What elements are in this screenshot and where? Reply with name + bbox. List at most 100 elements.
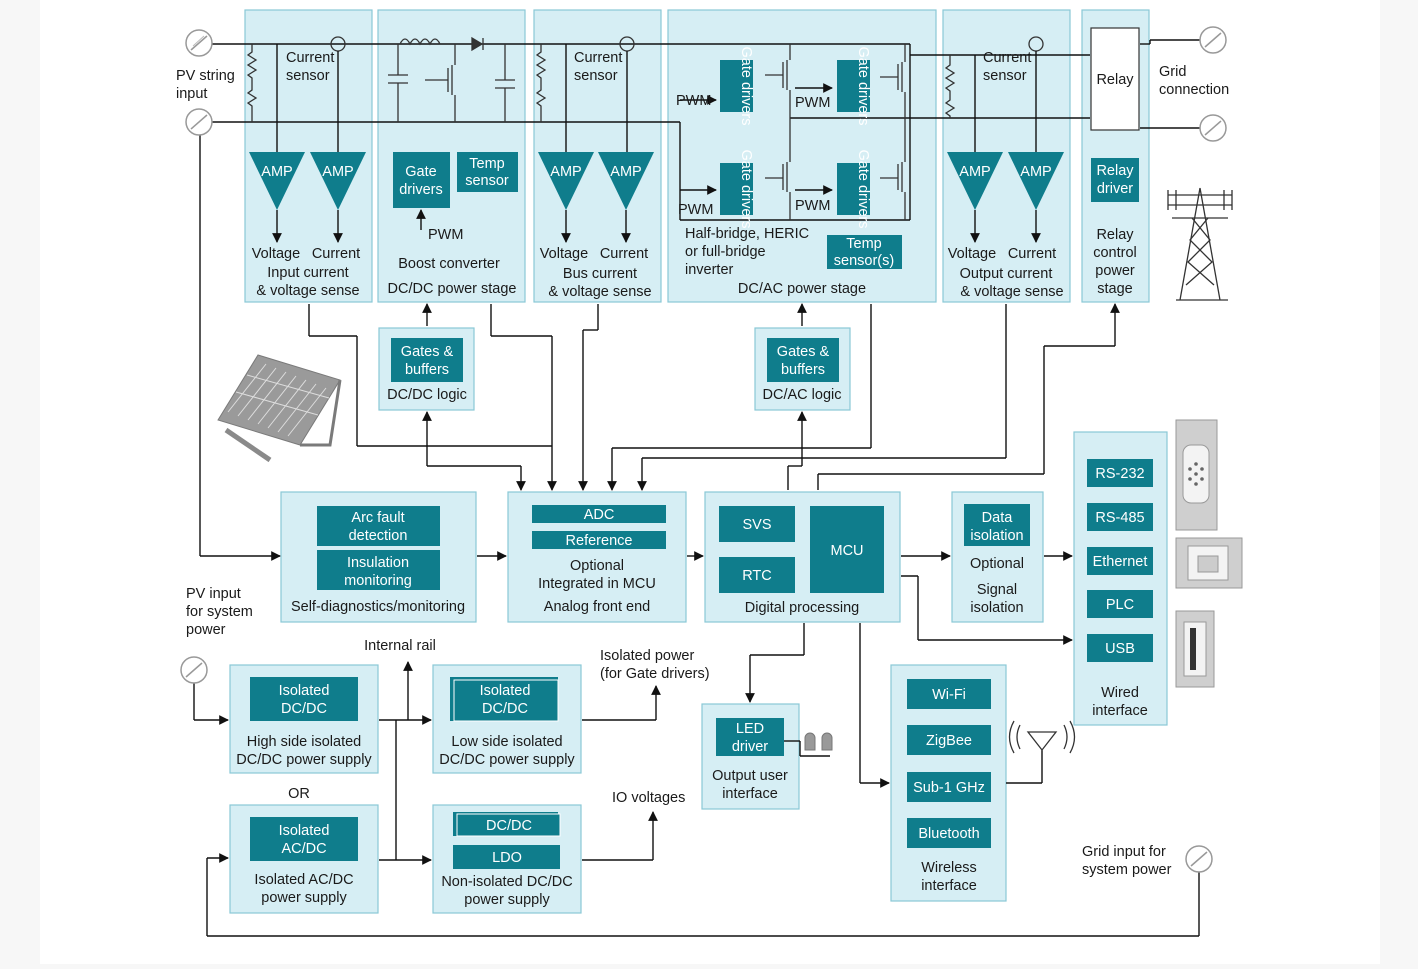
nonisolated-dcdc-label: DC/DC xyxy=(486,818,532,834)
relay-text: Relay Relay driver Relay control power s… xyxy=(1093,72,1137,297)
current-sensor-label: sensor xyxy=(983,68,1027,84)
wifi-block xyxy=(907,679,991,709)
rs232-label: RS-232 xyxy=(1095,466,1144,482)
isolated-power-label: Isolated power xyxy=(600,648,694,664)
led-icon xyxy=(804,732,833,751)
terminal-screw-icon xyxy=(1185,845,1213,873)
pv-string-input-label: PV string xyxy=(176,68,235,84)
amp-triangles xyxy=(249,152,1064,210)
data-isolation-label: isolation xyxy=(970,528,1023,544)
voltage-label: Voltage xyxy=(252,246,300,262)
relay-caption: control xyxy=(1093,245,1137,261)
dcac-gates-buffers-block xyxy=(767,338,839,382)
reference-block xyxy=(532,531,666,549)
gates-buffers-label: Gates & xyxy=(777,344,830,360)
boost-caption: DC/DC power stage xyxy=(388,281,517,297)
wireless-text: Wi-Fi ZigBee Sub-1 GHz Bluetooth Wireles… xyxy=(913,687,985,894)
pwm-label: PWM xyxy=(428,227,463,243)
insulation-label: monitoring xyxy=(344,573,412,589)
output-sense-caption: & voltage sense xyxy=(960,284,1063,300)
voltage-label: Voltage xyxy=(540,246,588,262)
pv-input-system-label: PV input xyxy=(186,586,241,602)
amp-label: AMP xyxy=(959,164,990,180)
current-sensor-label: Current xyxy=(983,50,1031,66)
insulation-label: Insulation xyxy=(347,555,409,571)
acdc-block-label: AC/DC xyxy=(281,841,326,857)
data-isolation-block xyxy=(964,504,1030,546)
wifi-label: Wi-Fi xyxy=(932,687,966,703)
arc-fault-block xyxy=(317,506,440,546)
io-voltages-label: IO voltages xyxy=(612,790,685,806)
grid-input-system-label: Grid input for xyxy=(1082,844,1166,860)
boost-components-icon xyxy=(388,36,515,122)
gate-drivers-label: Gate drivers xyxy=(738,150,754,229)
high-side-block-label: Isolated xyxy=(279,683,330,699)
gate-driver-block-2 xyxy=(837,60,870,112)
isolation-caption: isolation xyxy=(970,600,1023,616)
terminal-screw-icon xyxy=(1199,114,1227,142)
pwm-label: PWM xyxy=(678,202,713,218)
amp-label: AMP xyxy=(1020,164,1051,180)
terminal-screw-icon xyxy=(1199,26,1227,54)
boost-temp-sensor-block xyxy=(457,152,518,192)
relay-block xyxy=(1090,27,1140,131)
led-driver-label: driver xyxy=(732,739,768,755)
grid-input-system-label: system power xyxy=(1082,862,1172,878)
usb-label: USB xyxy=(1105,641,1135,657)
high-side-caption: High side isolated xyxy=(247,734,361,750)
relay-label: Relay xyxy=(1096,72,1134,88)
bus-sense-caption: & voltage sense xyxy=(548,284,651,300)
ethernet-label: Ethernet xyxy=(1093,554,1148,570)
reference-label: Reference xyxy=(566,533,633,549)
amp-label: AMP xyxy=(550,164,581,180)
output-sense-text: Current sensor AMP AMP Voltage Current O… xyxy=(948,50,1064,300)
bus-sense-caption: Bus current xyxy=(563,266,637,282)
temp-sensor-label: Temp xyxy=(469,156,504,172)
output-ui-caption: interface xyxy=(722,786,778,802)
low-side-block-label: DC/DC xyxy=(482,701,528,717)
acdc-caption: power supply xyxy=(261,890,347,906)
low-side-block-label: Isolated xyxy=(480,683,531,699)
terminal-screw-icon xyxy=(180,656,208,684)
bluetooth-block xyxy=(907,818,991,848)
pwm-label: PWM xyxy=(676,93,711,109)
data-isolation-label: Data xyxy=(982,510,1014,526)
ethernet-port-icon xyxy=(1175,537,1243,589)
high-side-caption: DC/DC power supply xyxy=(236,752,372,768)
terminal-screw-icon xyxy=(185,29,213,57)
dcdc-gates-buffers-block xyxy=(391,338,463,382)
afe-caption: Optional xyxy=(570,558,624,574)
nonisolated-dcdc-block xyxy=(456,813,561,837)
low-side-dcdc-block xyxy=(453,679,559,722)
pwm-label: PWM xyxy=(795,95,830,111)
inverter-caption: DC/AC power stage xyxy=(738,281,866,297)
gate-drivers-label: Gate drivers xyxy=(855,150,871,229)
input-sense-caption: Input current xyxy=(267,265,348,281)
nonisolated-caption: Non-isolated DC/DC xyxy=(441,874,572,890)
adc-label: ADC xyxy=(584,507,615,523)
adc-block xyxy=(532,505,666,523)
terminal-screw-icon xyxy=(185,108,213,136)
wired-text: RS-232 RS-485 Ethernet PLC USB Wired int… xyxy=(1092,466,1148,719)
pv-input-system-label: for system xyxy=(186,604,253,620)
afe-caption: Analog front end xyxy=(544,599,650,615)
current-label: Current xyxy=(600,246,648,262)
current-sensor-label: Current xyxy=(286,50,334,66)
pv-string-input-label: input xyxy=(176,86,207,102)
or-label: OR xyxy=(288,786,310,802)
digital-caption: Digital processing xyxy=(745,600,859,616)
ldo-label: LDO xyxy=(492,850,522,866)
output-ui-text: LED driver Output user interface xyxy=(712,721,788,802)
pv-input-system-label: power xyxy=(186,622,226,638)
rtc-block xyxy=(719,557,795,593)
gate-drivers-label: Gate drivers xyxy=(738,47,754,126)
sub1ghz-label: Sub-1 GHz xyxy=(913,780,985,796)
zigbee-block xyxy=(907,725,991,755)
boost-text: Gate drivers Temp sensor PWM Boost conve… xyxy=(388,156,517,297)
gates-buffers-label: buffers xyxy=(405,362,449,378)
grid-connection-label: Grid xyxy=(1159,64,1186,80)
high-side-block-label: DC/DC xyxy=(281,701,327,717)
dcac-logic-caption: DC/AC logic xyxy=(763,387,842,403)
isolation-text: Data isolation Optional Signal isolation xyxy=(970,510,1024,616)
rs232-block xyxy=(1087,459,1153,487)
